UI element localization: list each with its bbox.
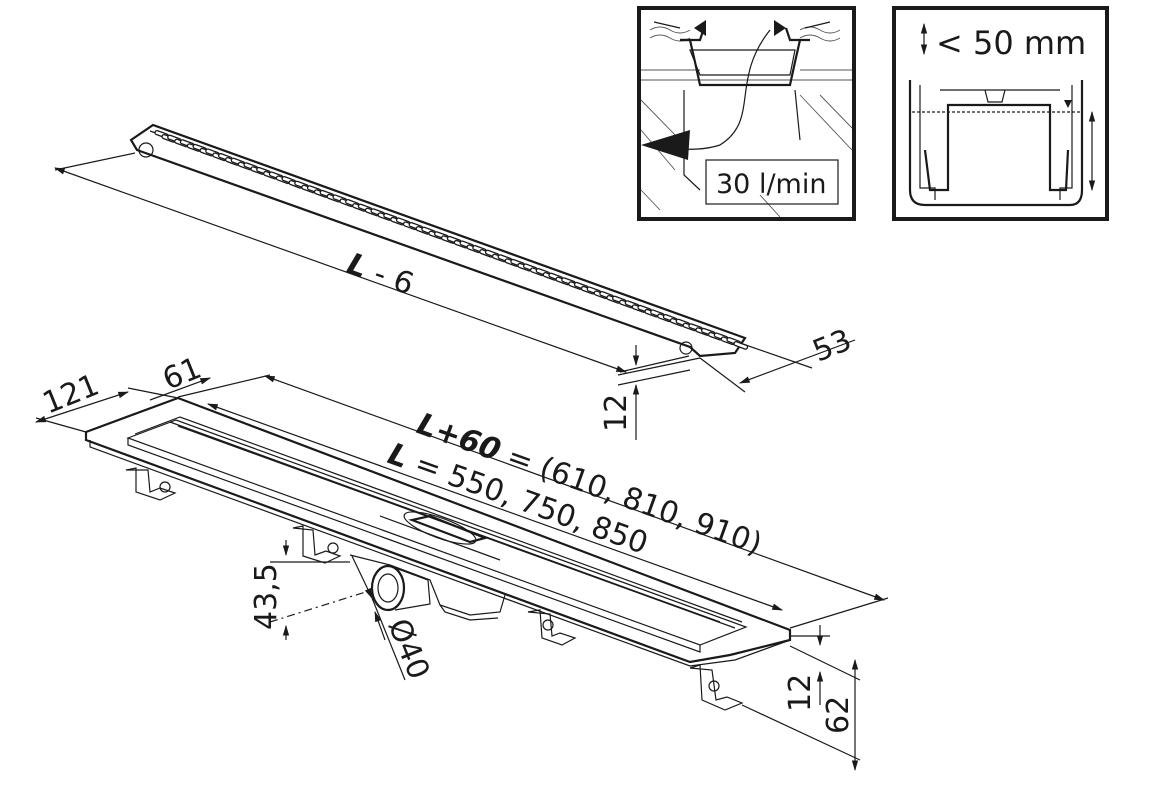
water-seal-label: < 50 mm (936, 24, 1086, 62)
svg-text:L - 6: L - 6 (342, 247, 418, 303)
width-dimensions: 121 61 (34, 351, 212, 433)
grate-width-dimension: 53 (699, 323, 857, 393)
flow-rate-label: 30 l/min (716, 169, 826, 200)
inner-width-label: 61 (158, 351, 207, 398)
grate-height-label: 12 (599, 394, 634, 432)
total-height-label: 62 (821, 696, 856, 734)
grate-height-dimension: 12 (599, 345, 701, 440)
outlet-height-dimension: 43,5 (249, 540, 373, 640)
grate-length-dimension: L - 6 (53, 152, 690, 373)
height-dimensions: 12 62 (741, 625, 861, 772)
flange-height-label: 12 (783, 674, 818, 712)
outer-width-label: 121 (38, 368, 104, 422)
outlet-height-label: 43,5 (249, 563, 284, 630)
foot (527, 609, 577, 646)
water-seal-inset: < 50 mm (892, 6, 1109, 221)
flow-rate-inset: 30 l/min (637, 6, 856, 221)
outlet-diameter-label: Ø40 (381, 614, 437, 684)
foot (689, 664, 744, 711)
grate-width-label: 53 (808, 323, 857, 370)
outlet-diameter-dimension: Ø40 (351, 555, 437, 684)
foot (125, 467, 177, 501)
